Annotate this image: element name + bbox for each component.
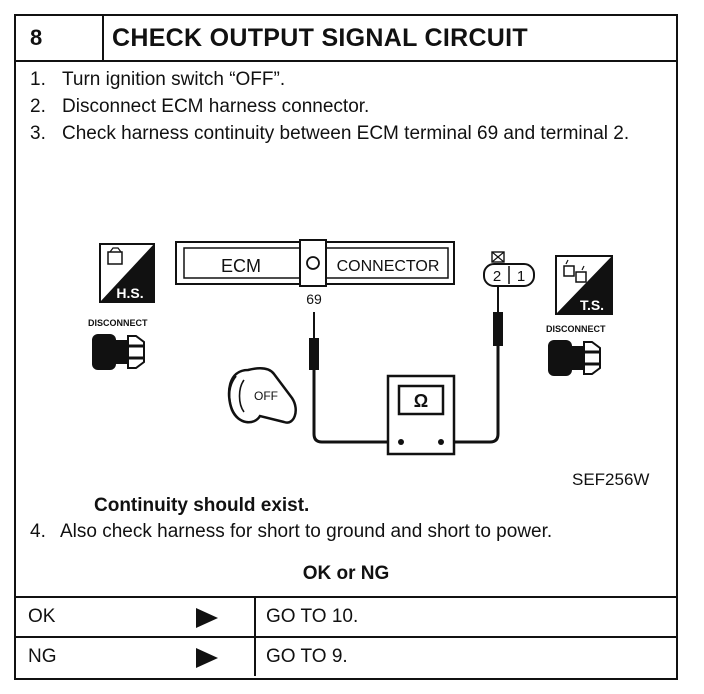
figure-code: SEF256W: [572, 470, 650, 489]
step-number: 8: [16, 16, 104, 60]
key-label: OFF: [254, 389, 278, 403]
ts-badge-label: T.S.: [580, 297, 604, 313]
result-action: GO TO 9.: [266, 646, 348, 667]
instruction-text: Also check harness for short to ground a…: [60, 521, 553, 542]
instruction-item: 2. Disconnect ECM harness connector.: [30, 93, 660, 120]
probe-left-icon: [309, 312, 401, 444]
harness-connector-icon: 2 1: [483, 251, 535, 287]
instruction-text: Check harness continuity between ECM ter…: [62, 123, 630, 144]
column-divider: [254, 638, 256, 676]
column-divider: [254, 598, 256, 636]
instruction-number: 4.: [30, 521, 46, 542]
terminal-label: 69: [306, 291, 322, 307]
continuity-note: Continuity should exist.: [94, 495, 310, 516]
instruction-item: 1. Turn ignition switch “OFF”.: [30, 66, 660, 93]
wiring-diagram: H.S. DISCONNECT ECM CONNECTOR 69: [88, 239, 613, 456]
disconnect-label: DISCONNECT: [88, 318, 148, 328]
probe-right-icon: [441, 286, 503, 444]
pin-label: 2: [493, 268, 501, 285]
connector-label: CONNECTOR: [337, 258, 440, 275]
result-label: NG: [28, 646, 57, 667]
ohmmeter-icon: Ω: [386, 374, 456, 456]
step-header: 8 CHECK OUTPUT SIGNAL CIRCUIT: [16, 16, 676, 62]
result-label: OK: [28, 606, 56, 627]
result-row-ok: OK GO TO 10.: [16, 596, 676, 636]
arrow-right-icon: [196, 608, 218, 628]
instruction-number: 3.: [30, 123, 46, 144]
instruction-text: Turn ignition switch “OFF”.: [62, 69, 286, 90]
hs-badge-label: H.S.: [116, 285, 143, 301]
disconnect-plug-icon: [548, 340, 601, 376]
instruction-number: 2.: [30, 96, 46, 117]
disconnect-plug-icon: [92, 334, 145, 370]
ecm-connector-icon: ECM CONNECTOR: [175, 239, 455, 287]
ohm-symbol: Ω: [414, 391, 428, 411]
instruction-number: 1.: [30, 69, 46, 90]
result-row-ng: NG GO TO 9.: [16, 636, 676, 676]
result-header: OK or NG: [302, 563, 390, 584]
instruction-item: 4. Also check harness for short to ground…: [30, 521, 552, 543]
pin-label: 1: [517, 268, 525, 285]
hs-badge-icon: H.S.: [99, 243, 155, 303]
ts-badge-icon: T.S.: [555, 255, 613, 315]
instruction-text: Disconnect ECM harness connector.: [62, 96, 370, 117]
procedure-table: 8 CHECK OUTPUT SIGNAL CIRCUIT 1. Turn ig…: [14, 14, 678, 680]
instruction-list: 1. Turn ignition switch “OFF”. 2. Discon…: [30, 66, 660, 147]
disconnect-label: DISCONNECT: [546, 324, 606, 334]
ignition-key-icon: OFF: [227, 367, 297, 424]
step-title: CHECK OUTPUT SIGNAL CIRCUIT: [112, 24, 528, 52]
instruction-item: 3. Check harness continuity between ECM …: [30, 120, 660, 147]
result-action: GO TO 10.: [266, 606, 359, 627]
arrow-right-icon: [196, 648, 218, 668]
ecm-label: ECM: [221, 256, 261, 276]
